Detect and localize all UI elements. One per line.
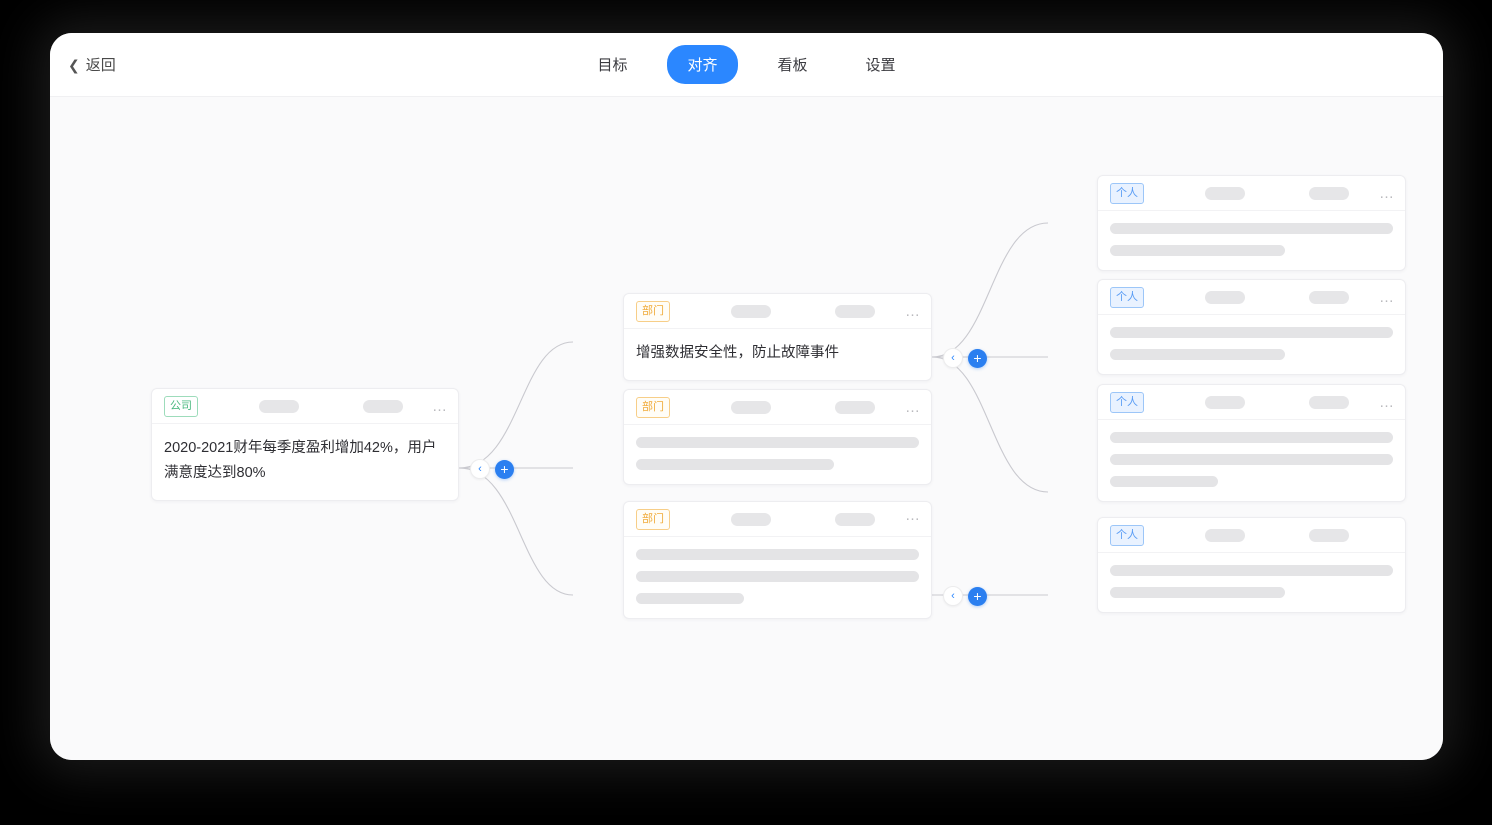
connector-department-3: ‹ + [943,586,987,606]
card-person-2[interactable]: 个人 … [1097,279,1406,375]
content-placeholder-bar [1110,432,1393,443]
card-menu-icon[interactable]: … [905,398,921,416]
content-placeholder-bar [636,549,919,560]
card-department-2[interactable]: 部门 … [623,389,932,485]
header-placeholder-2 [835,512,875,526]
content-placeholder-bar [636,571,919,582]
badge-person: 个人 [1110,391,1144,413]
header-placeholder-1 [1205,186,1245,200]
collapse-toggle-department-3[interactable]: ‹ [943,586,963,606]
content-placeholder-bar [636,459,835,470]
badge-department: 部门 [636,300,670,322]
collapse-toggle-department-1[interactable]: ‹ [943,348,963,368]
card-body: 2020-2021财年每季度盈利增加42%，用户满意度达到80% [152,424,458,500]
header-placeholder-2 [1309,290,1349,304]
card-person-1[interactable]: 个人 … [1097,175,1406,271]
card-header: 部门 … [624,390,931,425]
content-placeholder-bar [636,593,744,604]
content-placeholder-bar [1110,223,1393,234]
card-body [1098,315,1405,374]
card-header: 部门 … [624,294,931,329]
connector-company: ‹ + [470,459,514,479]
header-placeholder-1 [731,512,771,526]
card-department-3[interactable]: 部门 … [623,501,932,619]
collapse-toggle-company[interactable]: ‹ [470,459,490,479]
content-placeholder-bar [1110,454,1393,465]
alignment-canvas[interactable]: 公司 … 2020-2021财年每季度盈利增加42%，用户满意度达到80% ‹ … [50,97,1443,760]
add-child-department-1[interactable]: + [968,348,987,368]
tab-alignment[interactable]: 对齐 [667,45,738,84]
card-menu-icon[interactable]: … [905,507,921,524]
card-header: 个人 … [1098,176,1405,211]
card-menu-icon[interactable]: … [905,302,921,320]
card-body [1098,553,1405,612]
badge-person: 个人 [1110,182,1144,204]
app-header: ❮ 返回 目标 对齐 看板 设置 [50,33,1443,97]
header-placeholder-2 [1309,186,1349,200]
content-placeholder-bar [636,437,919,448]
card-body [1098,211,1405,270]
tab-board[interactable]: 看板 [777,57,808,74]
content-placeholder-bar [1110,565,1393,576]
card-body [1098,420,1405,501]
app-window: ❮ 返回 目标 对齐 看板 设置 [50,33,1443,760]
header-placeholder-1 [731,304,771,318]
card-header: 个人 … [1098,385,1405,420]
card-header: 部门 … [624,502,931,537]
card-objective-text: 2020-2021财年每季度盈利增加42%，用户满意度达到80% [164,440,437,481]
badge-person: 个人 [1110,524,1144,546]
header-placeholder-2 [363,399,403,413]
add-child-company[interactable]: + [495,459,514,479]
content-placeholder-bar [1110,245,1286,256]
chevron-left-icon: ❮ [68,56,80,73]
header-placeholder-1 [1205,395,1245,409]
badge-company: 公司 [164,395,198,417]
card-header: 个人 [1098,518,1405,553]
header-placeholder-1 [731,400,771,414]
content-placeholder-bar [1110,476,1218,487]
header-placeholder-2 [835,400,875,414]
content-placeholder-bar [1110,349,1286,360]
card-header: 个人 … [1098,280,1405,315]
content-placeholder-bar [1110,327,1393,338]
card-menu-icon[interactable]: … [1379,288,1395,306]
card-person-3[interactable]: 个人 … [1097,384,1406,502]
connector-department-1: ‹ + [943,348,987,368]
tab-goals[interactable]: 目标 [597,57,628,74]
back-button[interactable]: ❮ 返回 [68,54,116,75]
add-child-department-3[interactable]: + [968,586,987,606]
tab-settings[interactable]: 设置 [865,57,896,74]
card-person-4[interactable]: 个人 [1097,517,1406,613]
card-menu-icon[interactable]: … [1379,393,1395,411]
badge-department: 部门 [636,508,670,530]
header-placeholder-1 [259,399,299,413]
back-button-label: 返回 [85,57,116,74]
card-department-1[interactable]: 部门 … 增强数据安全性，防止故障事件 [623,293,932,381]
card-body [624,537,931,618]
card-objective-text: 增强数据安全性，防止故障事件 [636,345,839,361]
header-placeholder-1 [1205,290,1245,304]
content-placeholder-bar [1110,587,1286,598]
badge-person: 个人 [1110,286,1144,308]
header-placeholder-1 [1205,528,1245,542]
card-menu-icon[interactable]: … [1379,184,1395,202]
header-tabs: 目标 对齐 看板 设置 [579,45,913,84]
header-placeholder-2 [835,304,875,318]
card-menu-icon[interactable]: … [432,397,448,415]
header-placeholder-2 [1309,395,1349,409]
card-header: 公司 … [152,389,458,424]
card-company[interactable]: 公司 … 2020-2021财年每季度盈利增加42%，用户满意度达到80% [151,388,459,501]
header-placeholder-2 [1309,528,1349,542]
card-body [624,425,931,484]
badge-department: 部门 [636,396,670,418]
card-body: 增强数据安全性，防止故障事件 [624,329,931,380]
